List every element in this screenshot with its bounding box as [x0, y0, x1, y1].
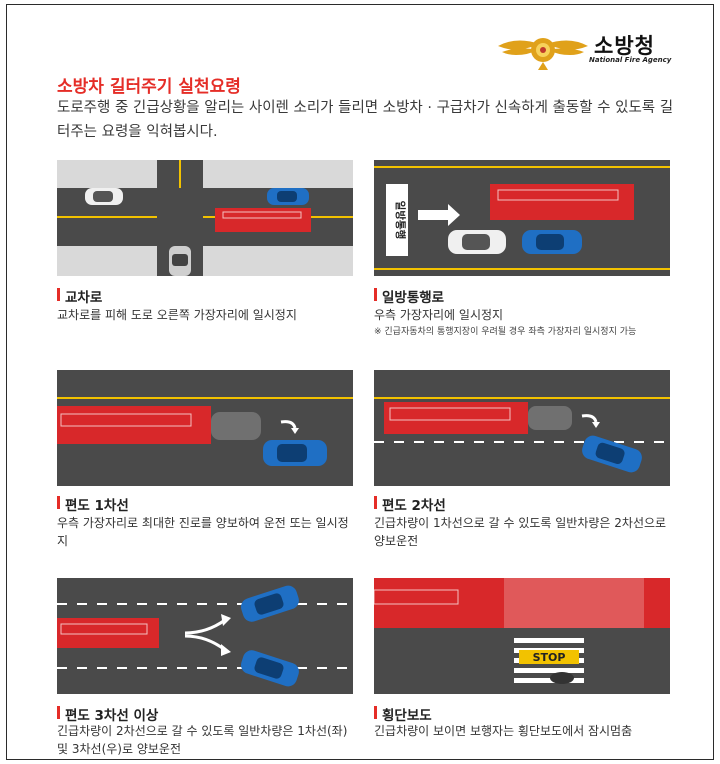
- section-title: 횡단보도: [374, 704, 432, 724]
- section-desc: 긴급차량이 2차선으로 갈 수 있도록 일반차량은 1차선(좌) 및 3차선(우…: [57, 724, 348, 756]
- page-title: 소방차 길터주기 실천요령: [57, 77, 241, 97]
- intro-text: 도로주행 중 긴급상황을 알리는 사이렌 소리가 들리면 소방차 · 구급차가 …: [57, 100, 674, 140]
- section-desc: 우측 가장자리로 최대한 진로를 양보하여 운전 또는 일시정지: [57, 516, 349, 548]
- section-desc: 우측 가장자리에 일시정지: [374, 308, 504, 322]
- fire-agency-emblem-icon: [498, 38, 588, 70]
- section-title: 편도 2차선: [374, 494, 446, 514]
- scene-single-lane: [57, 370, 353, 486]
- section-desc: 긴급차량이 1차선으로 갈 수 있도록 일반차량은 2차선으로 양보운전: [374, 516, 667, 548]
- section-desc: 교차로를 피해 도로 오른쪽 가장자리에 일시정지: [57, 308, 297, 322]
- section-title: 편도 1차선: [57, 494, 129, 514]
- scene-three-lanes: [57, 578, 353, 694]
- logo-subtitle: National Fire Agency: [589, 56, 672, 64]
- section-title: 교차로: [57, 286, 102, 306]
- scene-one-way-road: 일방통행: [374, 160, 670, 276]
- scene-crosswalk: STOP: [374, 578, 670, 694]
- logo-text: 소방청: [594, 34, 655, 58]
- section-title: 일방통행로: [374, 286, 444, 306]
- section-note: ※ 긴급자동차의 통행지장이 우려될 경우 좌측 가장자리 일시정지 가능: [374, 327, 637, 337]
- section-title: 편도 3차선 이상: [57, 704, 158, 724]
- section-desc: 긴급차량이 보이면 보행자는 횡단보도에서 잠시멈춤: [374, 724, 633, 738]
- scene-intersection: [57, 160, 353, 276]
- stop-sign-text: STOP: [533, 651, 566, 664]
- road-sign-text: 일방통행: [394, 201, 407, 240]
- scene-two-lanes: [374, 370, 670, 486]
